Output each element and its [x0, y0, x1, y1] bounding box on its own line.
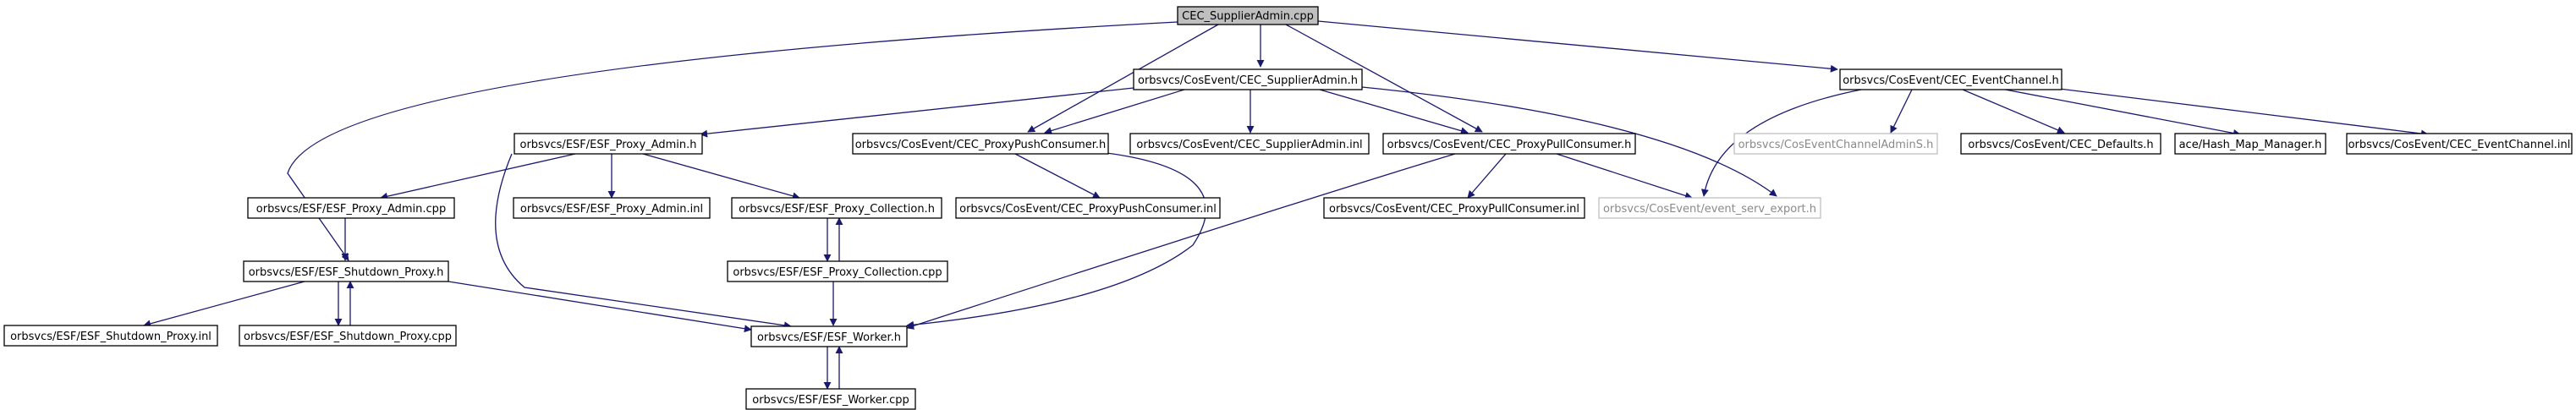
node-label: orbsvcs/CosEvent/CEC_Defaults.h — [1968, 139, 2153, 151]
node-label: orbsvcs/ESF/ESF_Proxy_Collection.cpp — [733, 266, 942, 279]
edge-proxy-admin-h-to-proxy-admin-cpp — [380, 153, 576, 200]
node-label: orbsvcs/CosEvent/CEC_ProxyPushConsumer.h — [855, 139, 1107, 151]
node-root[interactable]: CEC_SupplierAdmin.cpp — [1177, 6, 1319, 25]
edge-root-to-pullconsumer-h — [1285, 24, 1483, 133]
node-label: CEC_SupplierAdmin.cpp — [1182, 10, 1314, 23]
node-proxy-admin-h[interactable]: orbsvcs/ESF/ESF_Proxy_Admin.h — [514, 133, 703, 155]
node-label: orbsvcs/ESF/ESF_Proxy_Admin.cpp — [256, 203, 446, 216]
node-label: orbsvcs/ESF/ESF_Worker.h — [757, 331, 901, 344]
node-label: orbsvcs/ESF/ESF_Proxy_Admin.inl — [520, 203, 703, 216]
edge-root-to-eventchannel-h — [1317, 20, 1838, 73]
node-defaults-h[interactable]: orbsvcs/CosEvent/CEC_Defaults.h — [1960, 133, 2161, 155]
node-label: orbsvcs/CosEventChannelAdminS.h — [1738, 139, 1934, 151]
edge-shutdown-h-to-shutdown-inl — [143, 281, 305, 328]
edge-pullconsumer-h-to-pullconsumer-inl — [1467, 153, 1507, 199]
edge-eventchannel-h-to-hashmap-h — [1996, 87, 2241, 137]
node-pullconsumer-h[interactable]: orbsvcs/CosEvent/CEC_ProxyPullConsumer.h — [1382, 133, 1636, 155]
node-event-serv-export-h[interactable]: orbsvcs/CosEvent/event_serv_export.h — [1598, 197, 1821, 219]
node-pushconsumer-inl[interactable]: orbsvcs/CosEvent/CEC_ProxyPushConsumer.i… — [955, 197, 1221, 219]
node-label: orbsvcs/ESF/ESF_Shutdown_Proxy.cpp — [244, 331, 452, 343]
edge-supadmin-h-to-pullconsumer-h — [1319, 89, 1469, 135]
node-label: orbsvcs/ESF/ESF_Shutdown_Proxy.h — [249, 266, 444, 279]
node-proxy-collection-h[interactable]: orbsvcs/ESF/ESF_Proxy_Collection.h — [731, 197, 942, 219]
node-label: ace/Hash_Map_Manager.h — [2179, 139, 2322, 151]
edge-eventchannel-h-to-event-serv-export — [1700, 89, 1862, 197]
node-label: orbsvcs/CosEvent/CEC_ProxyPullConsumer.h — [1387, 139, 1632, 151]
edge-eventchannel-h-to-channeladmins-h — [1890, 89, 1913, 134]
node-pushconsumer-h[interactable]: orbsvcs/CosEvent/CEC_ProxyPushConsumer.h — [852, 133, 1109, 155]
node-hashmap-h[interactable]: ace/Hash_Map_Manager.h — [2174, 133, 2326, 155]
node-label: orbsvcs/ESF/ESF_Worker.cpp — [752, 394, 909, 407]
node-eventchannel-inl[interactable]: orbsvcs/CosEvent/CEC_EventChannel.inl — [2346, 133, 2573, 155]
edge-eventchannel-h-to-eventchannel-inl — [2038, 85, 2429, 138]
nodes: CEC_SupplierAdmin.cpp orbsvcs/CosEvent/C… — [3, 6, 2573, 410]
edge-shutdown-h-to-worker-h — [448, 281, 752, 333]
edge-root-to-shutdown-h — [287, 21, 1178, 261]
node-channeladmins-h[interactable]: orbsvcs/CosEventChannelAdminS.h — [1733, 133, 1938, 155]
node-label: orbsvcs/CosEvent/CEC_ProxyPullConsumer.i… — [1329, 203, 1579, 216]
edge-pullconsumer-h-to-event-serv-export — [1556, 153, 1693, 200]
edge-proxy-admin-h-to-worker-h — [495, 153, 792, 330]
node-label: orbsvcs/ESF/ESF_Proxy_Collection.h — [739, 203, 935, 216]
edge-pushconsumer-h-to-worker-h — [906, 151, 1207, 329]
edge-eventchannel-h-to-defaults-h — [1962, 89, 2065, 134]
edge-proxy-admin-h-to-proxy-collection-h — [642, 153, 800, 200]
node-label: orbsvcs/ESF/ESF_Shutdown_Proxy.inl — [10, 331, 211, 343]
node-worker-cpp[interactable]: orbsvcs/ESF/ESF_Worker.cpp — [745, 388, 916, 410]
node-label: orbsvcs/ESF/ESF_Proxy_Admin.h — [520, 139, 697, 151]
node-eventchannel-h[interactable]: orbsvcs/CosEvent/CEC_EventChannel.h — [1839, 68, 2062, 90]
node-proxy-admin-inl[interactable]: orbsvcs/ESF/ESF_Proxy_Admin.inl — [513, 197, 711, 219]
node-shutdown-cpp[interactable]: orbsvcs/ESF/ESF_Shutdown_Proxy.cpp — [239, 325, 457, 347]
node-supplieradmin-inl[interactable]: orbsvcs/CosEvent/CEC_SupplierAdmin.inl — [1129, 133, 1370, 155]
edge-pushconsumer-h-to-pushconsumer-inl — [1014, 153, 1101, 199]
node-proxy-admin-cpp[interactable]: orbsvcs/ESF/ESF_Proxy_Admin.cpp — [247, 197, 455, 219]
edge-supadmin-h-to-event-serv-export — [1361, 86, 1777, 197]
edge-supadmin-h-to-proxy-admin-h — [700, 87, 1134, 138]
node-proxy-collection-cpp[interactable]: orbsvcs/ESF/ESF_Proxy_Collection.cpp — [727, 260, 948, 282]
edges — [143, 20, 2429, 390]
node-label: orbsvcs/CosEvent/CEC_SupplierAdmin.h — [1138, 74, 1358, 87]
edge-pullconsumer-h-to-worker-h — [906, 153, 1456, 330]
edge-root-to-pushconsumer-h — [1027, 24, 1219, 133]
node-worker-h[interactable]: orbsvcs/ESF/ESF_Worker.h — [750, 325, 908, 347]
node-label: orbsvcs/CosEvent/event_serv_export.h — [1603, 203, 1816, 216]
node-label: orbsvcs/CosEvent/CEC_SupplierAdmin.inl — [1136, 139, 1362, 151]
node-label: orbsvcs/CosEvent/CEC_ProxyPushConsumer.i… — [959, 203, 1217, 216]
node-pullconsumer-inl[interactable]: orbsvcs/CosEvent/CEC_ProxyPullConsumer.i… — [1323, 197, 1585, 219]
node-label: orbsvcs/CosEvent/CEC_EventChannel.inl — [2348, 139, 2571, 151]
node-shutdown-h[interactable]: orbsvcs/ESF/ESF_Shutdown_Proxy.h — [243, 260, 449, 282]
edge-supadmin-h-to-pushconsumer-h — [1044, 89, 1185, 134]
node-supplieradmin-h[interactable]: orbsvcs/CosEvent/CEC_SupplierAdmin.h — [1133, 68, 1363, 90]
node-shutdown-inl[interactable]: orbsvcs/ESF/ESF_Shutdown_Proxy.inl — [3, 325, 218, 347]
node-label: orbsvcs/CosEvent/CEC_EventChannel.h — [1843, 74, 2059, 87]
